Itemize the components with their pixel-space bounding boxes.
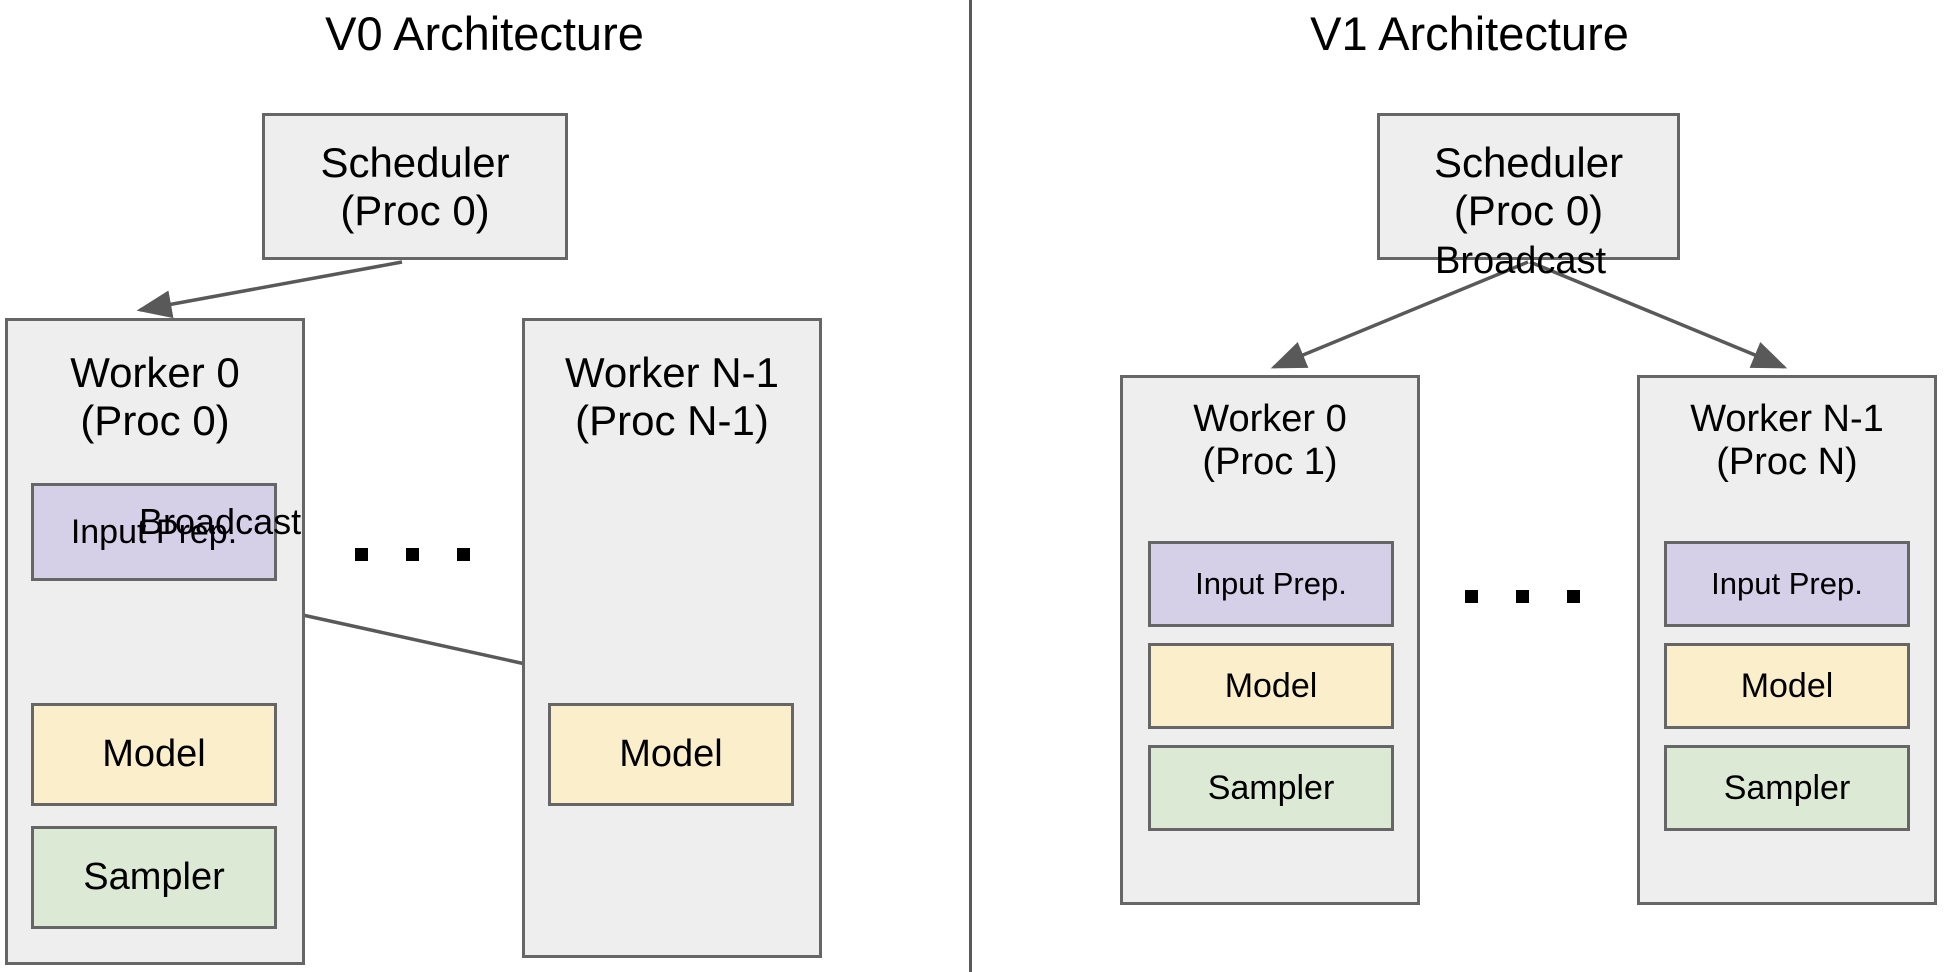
v0-worker-n-container[interactable]: Worker N-1 (Proc N-1) (522, 318, 822, 958)
v1-worker-n-model-box[interactable]: Model (1664, 643, 1910, 729)
v0-ellipsis (355, 548, 470, 561)
v1-worker-0-model-box[interactable]: Model (1148, 643, 1394, 729)
arrow-v0-scheduler-to-worker0 (136, 260, 403, 319)
v1-worker-0-label: Worker 0 (Proc 1) (1123, 378, 1417, 485)
v1-worker-n-sampler-box[interactable]: Sampler (1664, 745, 1910, 831)
v1-worker-0-sampler-box[interactable]: Sampler (1148, 745, 1394, 831)
v1-worker-n-line1: Worker N-1 (1690, 398, 1884, 440)
v1-scheduler-box[interactable]: Scheduler (Proc 0) (1377, 113, 1680, 260)
v0-worker-0-line1: Worker 0 (70, 349, 240, 396)
v1-ellipsis (1465, 590, 1580, 603)
panel-title-v1: V1 Architecture (1310, 7, 1629, 60)
v0-worker-n-model-box[interactable]: Model (548, 703, 794, 806)
v1-worker-n-model-label: Model (1740, 666, 1834, 705)
v0-scheduler-line1: Scheduler (320, 138, 510, 186)
v1-worker-n-line2: (Proc N) (1716, 441, 1858, 484)
v0-worker-n-label: Worker N-1 (Proc N-1) (525, 321, 819, 445)
v1-worker-n-input-prep-box[interactable]: Input Prep. (1664, 541, 1910, 627)
v0-scheduler-line2: (Proc 0) (340, 186, 490, 234)
panel-divider (969, 0, 972, 972)
ellipsis-dot (406, 548, 419, 561)
v0-worker-n-line1: Worker N-1 (565, 349, 779, 396)
v1-worker-0-model-label: Model (1224, 666, 1318, 705)
v0-worker-0-model-box[interactable]: Model (31, 703, 277, 806)
ellipsis-dot (457, 548, 470, 561)
v0-worker-n-line2: (Proc N-1) (575, 396, 769, 444)
v1-worker-0-input-prep-box[interactable]: Input Prep. (1148, 541, 1394, 627)
v1-scheduler-line1: Scheduler (1433, 138, 1624, 186)
v1-worker-0-line2: (Proc 1) (1202, 441, 1338, 484)
v1-worker-n-label: Worker N-1 (Proc N) (1640, 378, 1934, 485)
v1-worker-0-sampler-label: Sampler (1207, 768, 1335, 807)
v0-worker-0-line2: (Proc 0) (80, 396, 230, 444)
v1-worker-n-sampler-label: Sampler (1723, 768, 1851, 807)
ellipsis-dot (1567, 590, 1580, 603)
v1-worker-n-input-prep-label: Input Prep. (1711, 566, 1863, 602)
v1-broadcast-label: Broadcast (1435, 240, 1607, 282)
v1-worker-0-input-prep-label: Input Prep. (1195, 566, 1347, 602)
ellipsis-dot (355, 548, 368, 561)
ellipsis-dot (1516, 590, 1529, 603)
v0-worker-0-model-label: Model (102, 732, 206, 775)
ellipsis-dot (1465, 590, 1478, 603)
v1-scheduler-line2: (Proc 0) (1453, 186, 1604, 234)
panel-title-v0: V0 Architecture (325, 7, 644, 60)
v0-worker-0-sampler-box[interactable]: Sampler (31, 826, 277, 929)
v0-broadcast-label: Broadcast (139, 501, 302, 542)
v0-worker-0-label: Worker 0 (Proc 0) (8, 321, 302, 445)
v0-worker-0-sampler-label: Sampler (83, 855, 225, 898)
v0-worker-0-input-prep-box[interactable]: Input Prep. (31, 483, 277, 581)
v0-worker-n-model-label: Model (619, 732, 723, 775)
v1-worker-0-line1: Worker 0 (1193, 398, 1347, 440)
v0-scheduler-box[interactable]: Scheduler (Proc 0) (262, 113, 568, 260)
v0-worker-0-input-prep-label: Input Prep. (70, 512, 238, 551)
